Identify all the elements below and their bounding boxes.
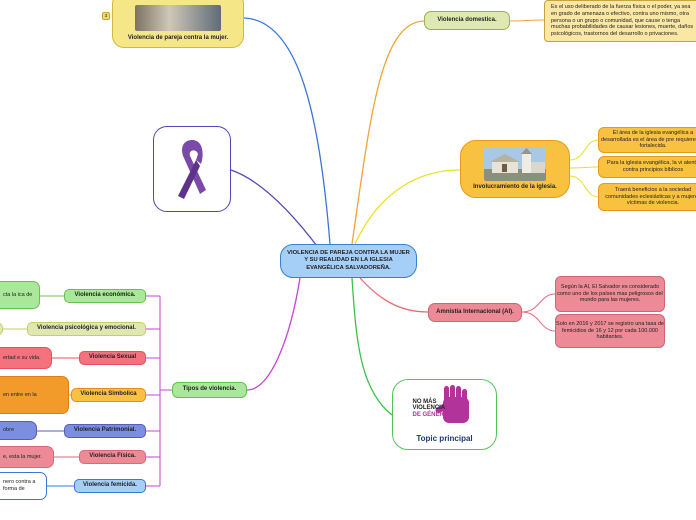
tipo-violencia-economica[interactable]: Violencia económica.: [64, 289, 146, 303]
tipo-violencia-sexual[interactable]: Violencia Sexual: [79, 351, 146, 365]
tipo-violencia-psicologica[interactable]: Violencia psicológica y emocional.: [27, 322, 146, 336]
node-violencia-domestica[interactable]: Violencia domestica.: [424, 11, 510, 30]
node-tipos-violencia[interactable]: Tipos de violencia.: [172, 382, 247, 398]
amnistia-branch-1[interactable]: Según la AI, El Salvador es considerado …: [555, 276, 665, 312]
pareja-label: Violencia de pareja contra la mujer.: [127, 34, 229, 41]
iglesia-label: Involucramiento de la iglesia.: [473, 183, 557, 190]
fisica-detail[interactable]: e, esta la mujer.: [0, 446, 54, 468]
tipo-violencia-patrimonial[interactable]: Violencia Patrimonial.: [64, 424, 146, 438]
patrimonial-detail[interactable]: obre: [0, 421, 37, 440]
tipo-violencia-fisica[interactable]: Violencia Física.: [79, 450, 146, 464]
purple-ribbon-icon: [178, 140, 206, 199]
iglesia-branch-2[interactable]: Para la iglesia evangélica, la vi atenta…: [598, 156, 696, 178]
node-amnistia[interactable]: Amnistía Internacional (AI).: [428, 303, 522, 322]
iglesia-branch-3[interactable]: Traerá beneficios a la sociedad comunida…: [598, 183, 696, 211]
economica-detail[interactable]: cta la ica de: [0, 281, 40, 309]
logo-line-3: DE GÉNERO: [412, 411, 449, 418]
amnistia-branch-2[interactable]: Solo en 2016 y 2017 se registro una tasa…: [555, 314, 665, 348]
church-image: [484, 146, 546, 181]
simbolica-detail[interactable]: en entre en la: [0, 376, 69, 414]
femicida-detail[interactable]: nero contra a forma de: [0, 472, 47, 500]
node-violencia-domestica-description[interactable]: Es el uso deliberado de la fuerza física…: [544, 0, 696, 42]
tipo-violencia-simbolica[interactable]: Violencia Simbolica: [71, 388, 146, 402]
logo-line-1: NO MÁS: [412, 399, 437, 405]
node-purple-ribbon[interactable]: [153, 126, 231, 212]
branch-number-badge: 3: [102, 12, 110, 20]
topic-label: Topic principal: [416, 434, 473, 443]
tipo-violencia-femicida[interactable]: Violencia femicida.: [74, 479, 146, 493]
logo-line-2: VIOLENCIA: [412, 405, 446, 412]
couple-image: [135, 4, 221, 31]
sexual-detail[interactable]: ertad e su vida.: [0, 347, 52, 369]
node-violencia-pareja[interactable]: Violencia de pareja contra la mujer.: [112, 0, 244, 48]
node-involucramiento-iglesia[interactable]: Involucramiento de la iglesia.: [460, 140, 570, 198]
iglesia-branch-1[interactable]: El área de la iglesia evangélica a desar…: [598, 127, 696, 153]
no-mas-violencia-logo: NO MÁS VIOLENCIA DE GÉNERO: [413, 385, 477, 431]
central-topic[interactable]: VIOLENCIA DE PAREJA CONTRA LA MUJER Y SU…: [280, 244, 417, 278]
node-topic-principal[interactable]: NO MÁS VIOLENCIA DE GÉNERO Topic princip…: [392, 379, 497, 450]
